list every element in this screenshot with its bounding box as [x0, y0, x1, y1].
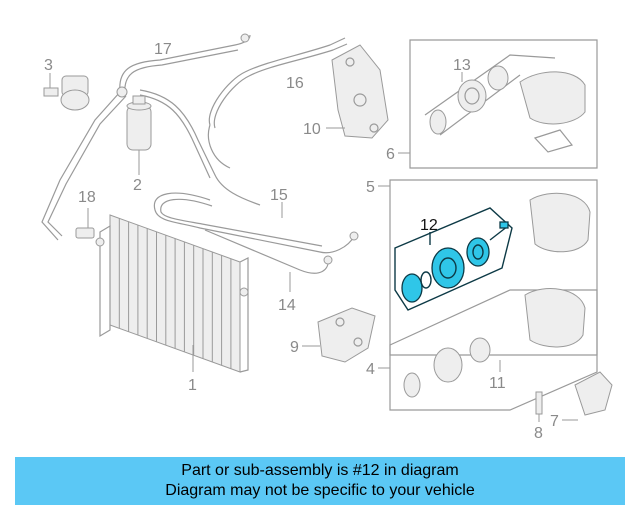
callout-13: 13	[453, 57, 471, 74]
callout-12: 12	[420, 217, 438, 234]
banner-line-part: Part or sub-assembly is #12 in diagram	[181, 462, 459, 479]
callout-4: 4	[366, 361, 375, 378]
clutch-pulley	[431, 247, 465, 289]
field-coil	[466, 237, 490, 267]
compressor-bracket	[326, 44, 389, 139]
callout-6: 6	[386, 146, 395, 163]
callout-labels: 1 2 3 4 5 6 7 8 9 10 11 12 13 14 15 16 1…	[44, 41, 559, 442]
callout-3: 3	[44, 57, 53, 74]
compressor-assembly-box-6	[398, 39, 598, 169]
info-banner: Part or sub-assembly is #12 in diagram D…	[15, 457, 625, 505]
mount-bracket	[302, 307, 376, 363]
callout-17: 17	[154, 41, 172, 58]
discharge-hose	[153, 192, 359, 292]
compressor-box-4	[378, 288, 598, 411]
callout-2: 2	[133, 177, 142, 194]
bracket-7	[562, 371, 613, 421]
banner-line-disclaimer: Diagram may not be specific to your vehi…	[165, 482, 475, 499]
condenser	[95, 214, 249, 373]
callout-1: 1	[188, 377, 197, 394]
callout-10: 10	[303, 121, 321, 138]
receiver-drier	[126, 95, 152, 175]
clutch-assembly-box-5	[378, 179, 598, 356]
pressure-plate	[401, 273, 423, 303]
highlighted-clutch-kit-outline	[394, 207, 513, 311]
callout-11: 11	[489, 375, 506, 392]
ac-hose-line-16	[207, 37, 348, 169]
callout-8: 8	[534, 425, 543, 442]
callout-7: 7	[550, 413, 559, 430]
parts-diagram: 1 2 3 4 5 6 7 8 9 10 11 12 13 14 15 16 1…	[41, 33, 613, 442]
callout-16: 16	[286, 75, 304, 92]
callout-5: 5	[366, 179, 375, 196]
pressure-switch	[43, 73, 90, 111]
callout-18: 18	[78, 189, 96, 206]
bolt-8	[535, 391, 543, 422]
callout-14: 14	[278, 297, 296, 314]
shim-ring	[420, 271, 432, 289]
callout-15: 15	[270, 187, 288, 204]
callout-9: 9	[290, 339, 299, 356]
hose-fitting	[75, 208, 95, 239]
ac-hose-line-17	[41, 33, 251, 241]
suction-line	[139, 89, 261, 206]
